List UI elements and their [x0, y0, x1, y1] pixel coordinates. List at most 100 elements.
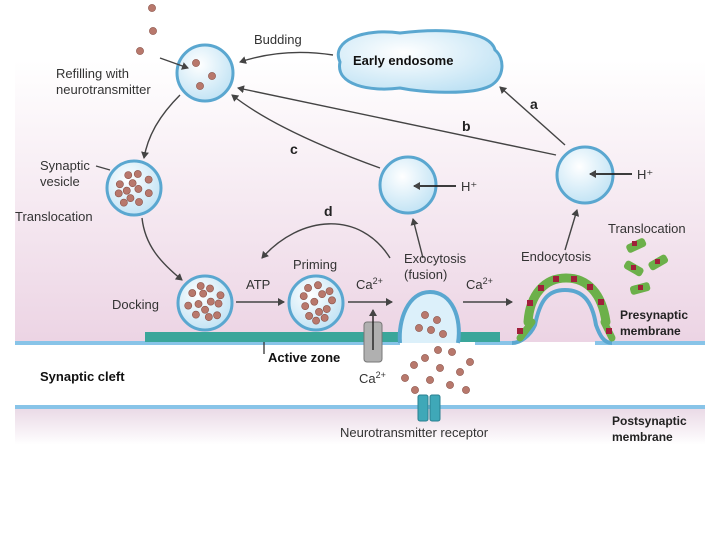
neurotransmitter-dot — [192, 59, 200, 67]
neurotransmitter-dot — [301, 302, 310, 311]
neurotransmitter-dot — [119, 198, 128, 207]
label-path-a: a — [530, 96, 538, 112]
neurotransmitter-dot — [126, 194, 135, 203]
neurotransmitter-dot — [192, 310, 200, 319]
arrow-d — [261, 223, 391, 259]
neurotransmitter-dot — [305, 312, 313, 320]
neurotransmitter-dot — [134, 185, 143, 193]
neurotransmitter-dot — [133, 170, 142, 178]
neurotransmitter-dot — [456, 368, 464, 376]
neurotransmitter-dot — [410, 361, 418, 369]
cycle-arrows — [95, 51, 632, 306]
neurotransmitter-dot — [426, 376, 434, 384]
neurotransmitter-dot — [304, 284, 312, 292]
label-ca-right: Ca2+ — [466, 276, 493, 292]
label-synaptic-vesicle-2: vesicle — [40, 174, 80, 189]
label-path-d: d — [324, 203, 333, 219]
neurotransmitter-dot — [299, 292, 308, 301]
label-translocation-right: Translocation — [608, 221, 686, 236]
label-neurotransmitter-receptor: Neurotransmitter receptor — [340, 425, 489, 440]
refilling-vesicle — [175, 43, 235, 103]
neurotransmitter-dot — [436, 364, 444, 372]
neurotransmitter-dot — [114, 189, 123, 198]
neurotransmitter-dot — [421, 354, 429, 362]
neurotransmitter-dot — [124, 171, 133, 179]
neurotransmitter-dot — [144, 175, 153, 184]
neurotransmitter-dot — [188, 289, 197, 297]
neurotransmitter-dot — [214, 299, 223, 308]
label-refilling-1: Refilling with — [56, 66, 129, 81]
neurotransmitter-dot — [115, 180, 124, 189]
label-presynaptic-2: membrane — [620, 324, 681, 338]
neurotransmitter-dot — [196, 82, 204, 90]
neurotransmitter-dot — [148, 4, 156, 12]
neurotransmitter-dot — [401, 374, 409, 382]
free-clathrin — [623, 238, 669, 295]
label-ca-channel: Ca2+ — [359, 370, 386, 386]
arrow-translocation — [141, 217, 183, 281]
neurotransmitter-dot — [415, 324, 423, 332]
acidifying-vesicle-left — [378, 155, 438, 215]
neurotransmitter-dot — [328, 296, 336, 305]
label-postsynaptic-2: membrane — [612, 430, 673, 444]
neurotransmitter-receptor — [417, 394, 441, 422]
arrow-to-synaptic-vesicle — [141, 94, 181, 159]
label-presynaptic-1: Presynaptic — [620, 308, 688, 322]
arrow-endocytosis-up — [564, 209, 580, 251]
neurotransmitter-dot — [320, 313, 329, 322]
label-translocation-left: Translocation — [15, 209, 93, 224]
calcium-channel — [363, 309, 383, 363]
neurotransmitter-dot — [466, 358, 474, 366]
neurotransmitter-dot — [434, 346, 442, 354]
neurotransmitter-dot — [312, 316, 320, 325]
label-h-plus-right: H⁺ — [637, 167, 653, 182]
neurotransmitter-dot — [206, 297, 215, 306]
synaptic-vesicle — [105, 159, 163, 217]
neurotransmitter-dot — [135, 198, 143, 206]
label-active-zone: Active zone — [268, 350, 340, 365]
label-exocytosis-1: Exocytosis — [404, 251, 467, 266]
neurotransmitter-dot — [213, 311, 221, 320]
neurotransmitter-dot — [462, 386, 470, 394]
neurotransmitter-dot — [310, 297, 319, 306]
label-docking: Docking — [112, 297, 159, 312]
neurotransmitter-dot — [184, 301, 193, 310]
neurotransmitter-dot — [318, 290, 326, 299]
neurotransmitter-molecules — [114, 4, 474, 394]
neurotransmitter-dot — [149, 27, 157, 35]
neurotransmitter-dot — [216, 291, 225, 300]
postsynaptic-region — [15, 405, 705, 445]
neurotransmitter-dot — [122, 186, 131, 195]
neurotransmitter-dot — [448, 348, 456, 356]
label-budding: Budding — [254, 32, 302, 47]
arrow-budding — [239, 51, 334, 64]
neurotransmitter-dot — [427, 326, 435, 334]
neurotransmitter-dot — [194, 300, 203, 308]
label-h-plus-left: H⁺ — [461, 179, 477, 194]
neurotransmitter-dot — [446, 381, 454, 389]
neurotransmitter-dot — [433, 316, 441, 324]
arrow-a — [499, 86, 566, 146]
arrow-c — [231, 94, 381, 169]
active-zone-bar — [145, 332, 500, 342]
label-atp: ATP — [246, 277, 270, 292]
neurotransmitter-dot — [199, 289, 208, 298]
label-priming: Priming — [293, 257, 337, 272]
neurotransmitter-dot — [144, 189, 153, 198]
neurotransmitter-dot — [204, 313, 213, 321]
label-endocytosis: Endocytosis — [521, 249, 592, 264]
neurotransmitter-dot — [421, 311, 429, 319]
neurotransmitter-dot — [439, 330, 447, 338]
neurotransmitter-dot — [128, 179, 137, 188]
label-path-b: b — [462, 118, 471, 134]
arrow-refill-in — [159, 57, 189, 70]
neurotransmitter-dot — [325, 287, 334, 296]
label-postsynaptic-1: Postsynaptic — [612, 414, 687, 428]
label-synaptic-vesicle-1: Synaptic — [40, 158, 90, 173]
arrow-b — [237, 85, 557, 156]
label-ca-mid: Ca2+ — [356, 276, 383, 292]
endocytic-pit — [511, 273, 616, 345]
label-refilling-2: neurotransmitter — [56, 82, 151, 97]
